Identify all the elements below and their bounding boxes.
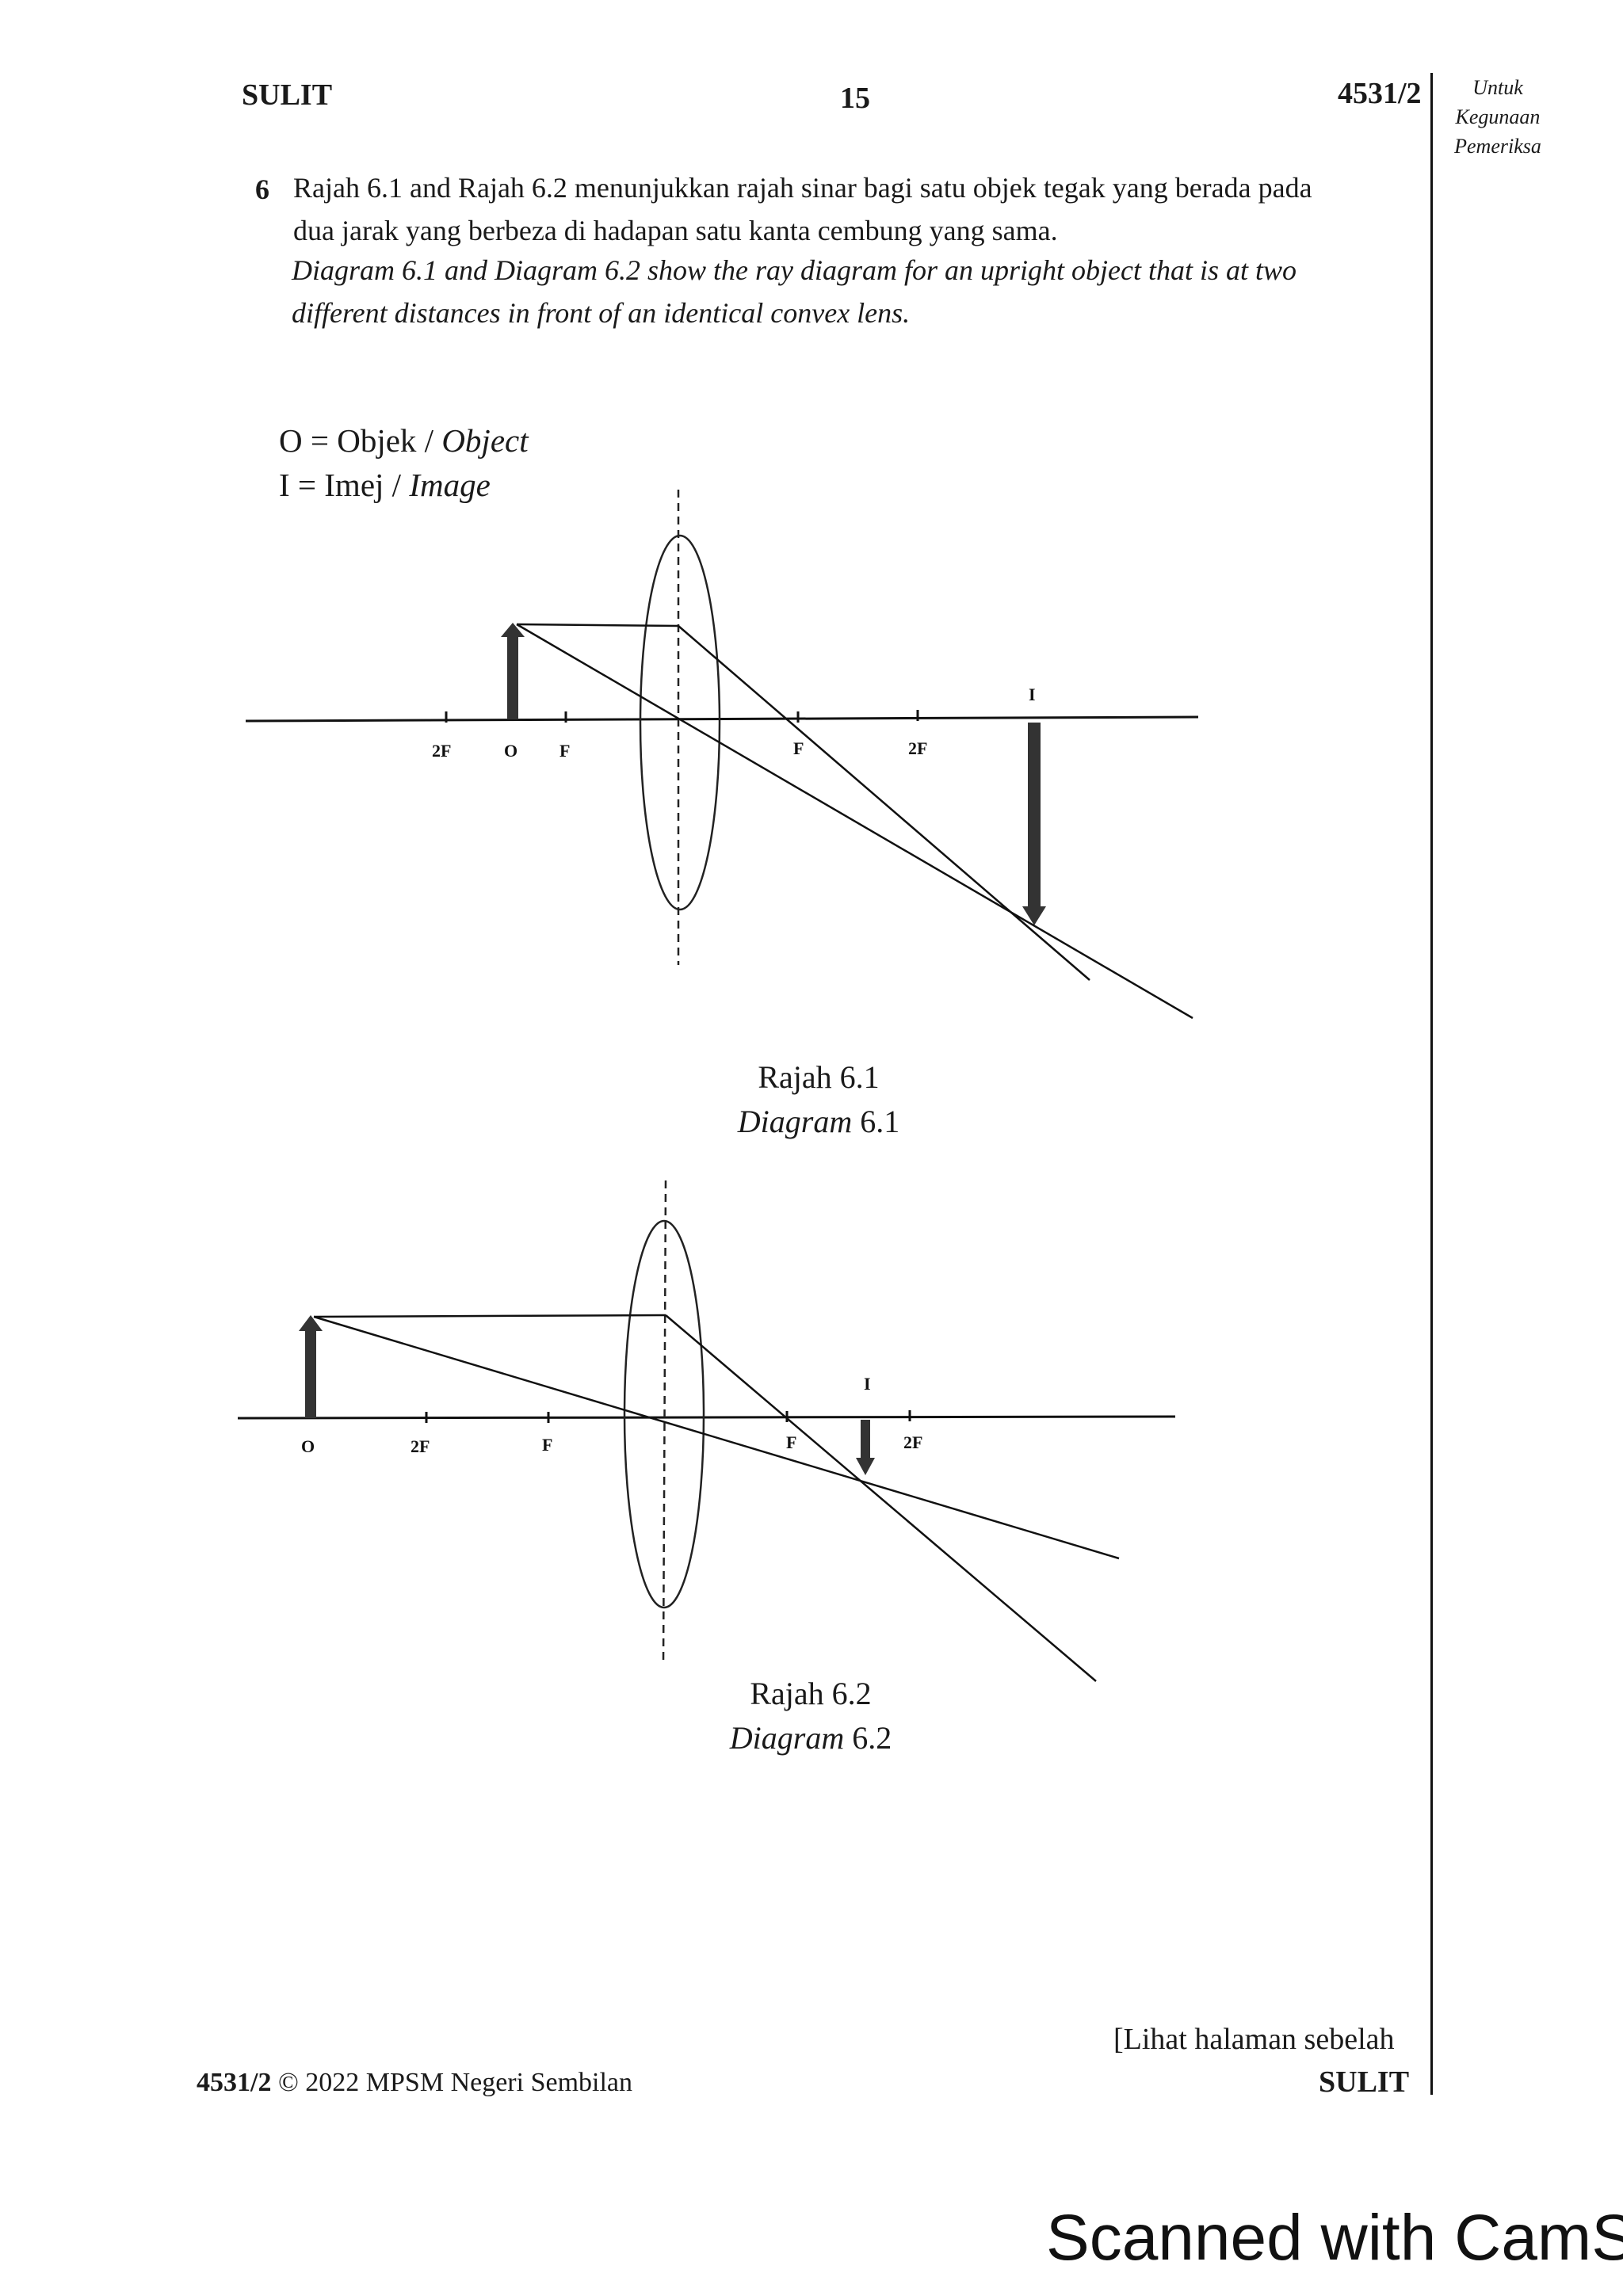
image-arrow-shaft [1028,723,1041,910]
object-arrow-head [299,1315,323,1331]
object-arrow-shaft [305,1328,316,1418]
legend-image-italic: Image [409,467,491,503]
legend-object: O = Objek / Object [279,421,529,460]
legend-image: I = Imej / Image [279,466,491,504]
ray-parallel [313,1314,666,1318]
caption-rajah-6-1: Rajah 6.1 [758,1059,880,1095]
ray-through-centre [516,623,1193,1020]
convex-lens [623,1219,705,1609]
legend-object-italic: Object [441,422,529,459]
ray-diagram-6-1: 2F O F F 2F I [245,490,1199,1020]
convex-lens [639,534,721,911]
label-f-left: F [542,1435,552,1455]
label-f-right: F [786,1432,796,1452]
caption-diagram-6-1-word: Diagram [737,1104,853,1139]
caption-diagram-6-1-number: 6.1 [852,1104,900,1139]
footer-publisher: © 2022 MPSM Negeri Sembilan [271,2068,632,2097]
question-malay-line-1: Rajah 6.1 and Rajah 6.2 menunjukkan raja… [293,172,1312,204]
object-arrow-shaft [507,634,518,719]
legend-image-text: I = Imej / [279,467,410,503]
page-number: 15 [840,82,870,115]
label-2f-left: 2F [411,1436,430,1456]
caption-rajah-6-2: Rajah 6.2 [750,1676,872,1711]
label-i: I [864,1374,871,1394]
header-sulit: SULIT [242,78,333,112]
label-o: O [301,1436,315,1456]
label-f-left: F [559,741,570,761]
ray-refracted-through-f [665,1314,1097,1682]
caption-diagram-6-2: Diagram 6.2 [652,1719,969,1756]
ray-refracted-through-f [678,625,1090,981]
principal-axis [245,715,1199,723]
paper-code: 4531/2 [1338,77,1422,110]
ray-parallel [516,623,679,627]
examiner-margin-rule [1430,73,1433,2095]
margin-note-line-3: Pemeriksa [1454,135,1541,158]
margin-note-line-2: Kegunaan [1455,105,1541,128]
label-2f-right: 2F [903,1432,922,1452]
object-arrow-head [501,623,525,637]
ray-diagram-6-2: O 2F F F 2F I [237,1180,1176,1682]
ray-through-centre [313,1315,1120,1560]
scanner-watermark: Scanned with CamSca [1046,2202,1623,2274]
footer-next-page: [Lihat halaman sebelah [1113,2023,1395,2056]
label-2f-right: 2F [908,738,927,758]
caption-diagram-6-2-number: 6.2 [844,1720,892,1756]
image-arrow-head [856,1458,875,1475]
question-malay-line-2: dua jarak yang berbeza di hadapan satu k… [293,215,1058,246]
examiner-margin-note: Untuk Kegunaan Pemeriksa [1450,73,1545,161]
question-english-line-1: Diagram 6.1 and Diagram 6.2 show the ray… [292,254,1297,286]
margin-note-line-1: Untuk [1472,76,1523,99]
principal-axis [237,1415,1176,1420]
label-2f-left: 2F [432,741,451,761]
label-i: I [1029,685,1036,704]
label-f-right: F [793,738,804,758]
label-o: O [504,741,517,761]
question-english-line-2: different distances in front of an ident… [292,297,911,329]
image-arrow-shaft [861,1420,870,1461]
question-number: 6 [255,174,269,205]
legend-object-text: O = Objek / [279,422,442,459]
caption-diagram-6-1: Diagram 6.1 [660,1103,977,1140]
image-arrow-head [1022,906,1046,925]
footer-sulit: SULIT [1319,2065,1410,2099]
footer-copyright: 4531/2 © 2022 MPSM Negeri Sembilan [197,2068,632,2098]
footer-code: 4531/2 [197,2068,272,2097]
caption-diagram-6-2-word: Diagram [729,1720,845,1756]
